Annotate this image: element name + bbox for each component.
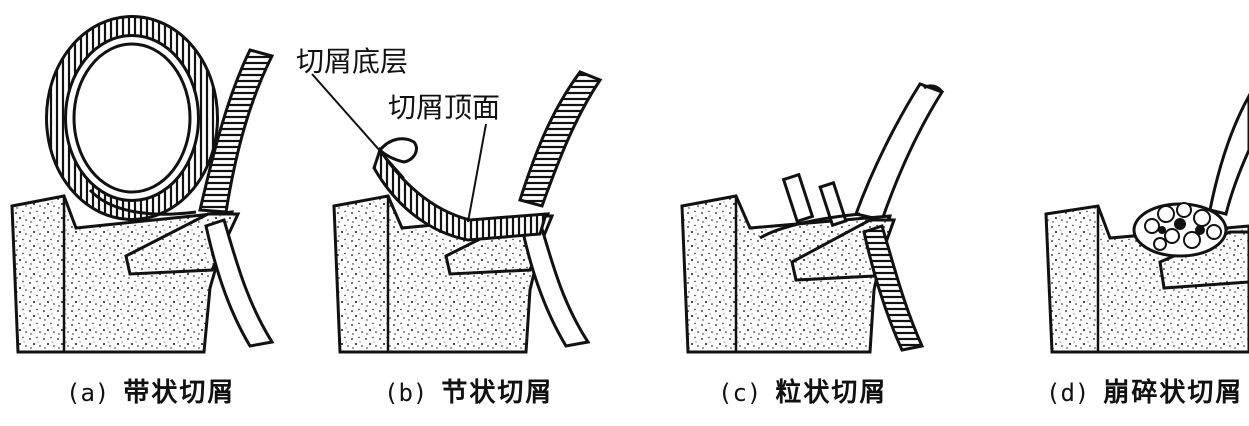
caption-panel-c: (c) 粒状切屑 — [718, 378, 887, 408]
panel-a-back-strip — [198, 48, 275, 214]
panel-b-segmented-chip — [372, 146, 549, 242]
panel-b-lower-curl — [520, 220, 591, 348]
caption-letter: (a) — [66, 379, 110, 407]
panel-a-lower-curl — [204, 218, 275, 348]
caption-name: 崩碎状切屑 — [1103, 378, 1244, 408]
caption-letter: (b) — [384, 379, 428, 407]
leader-chip-top — [467, 123, 487, 223]
panel-b-back-strip — [518, 70, 603, 208]
caption-letter: (d) — [1046, 379, 1090, 407]
caption-letter: (c) — [718, 379, 762, 407]
caption-panel-d: (d) 崩碎状切屑 — [1046, 378, 1243, 408]
leader-chip-bottom — [311, 73, 405, 179]
callout-chip-bottom: 切屑底层 — [296, 45, 409, 78]
caption-name: 节状切屑 — [441, 378, 554, 408]
callout-chip-top: 切屑顶面 — [388, 91, 501, 124]
panel-d-illustration — [1044, 92, 1249, 354]
panel-a-illustration — [10, 15, 275, 354]
panel-d-crushed-pile — [1132, 202, 1228, 258]
panel-b-illustration — [311, 70, 603, 354]
caption-panel-b: (b) 节状切屑 — [384, 378, 553, 408]
panel-c-lower-curl — [862, 224, 925, 352]
panel-d-back-strip — [1208, 92, 1249, 216]
panel-c-illustration — [680, 82, 945, 354]
caption-name: 带状切屑 — [123, 378, 236, 408]
caption-panel-a: (a) 带状切屑 — [66, 378, 235, 408]
panel-c-fragment — [781, 172, 815, 224]
panel-c-fragment — [818, 180, 848, 228]
panel-c-back-strip — [854, 82, 945, 222]
caption-name: 粒状切屑 — [775, 378, 888, 408]
panel-a-coil-inner — [72, 42, 192, 194]
